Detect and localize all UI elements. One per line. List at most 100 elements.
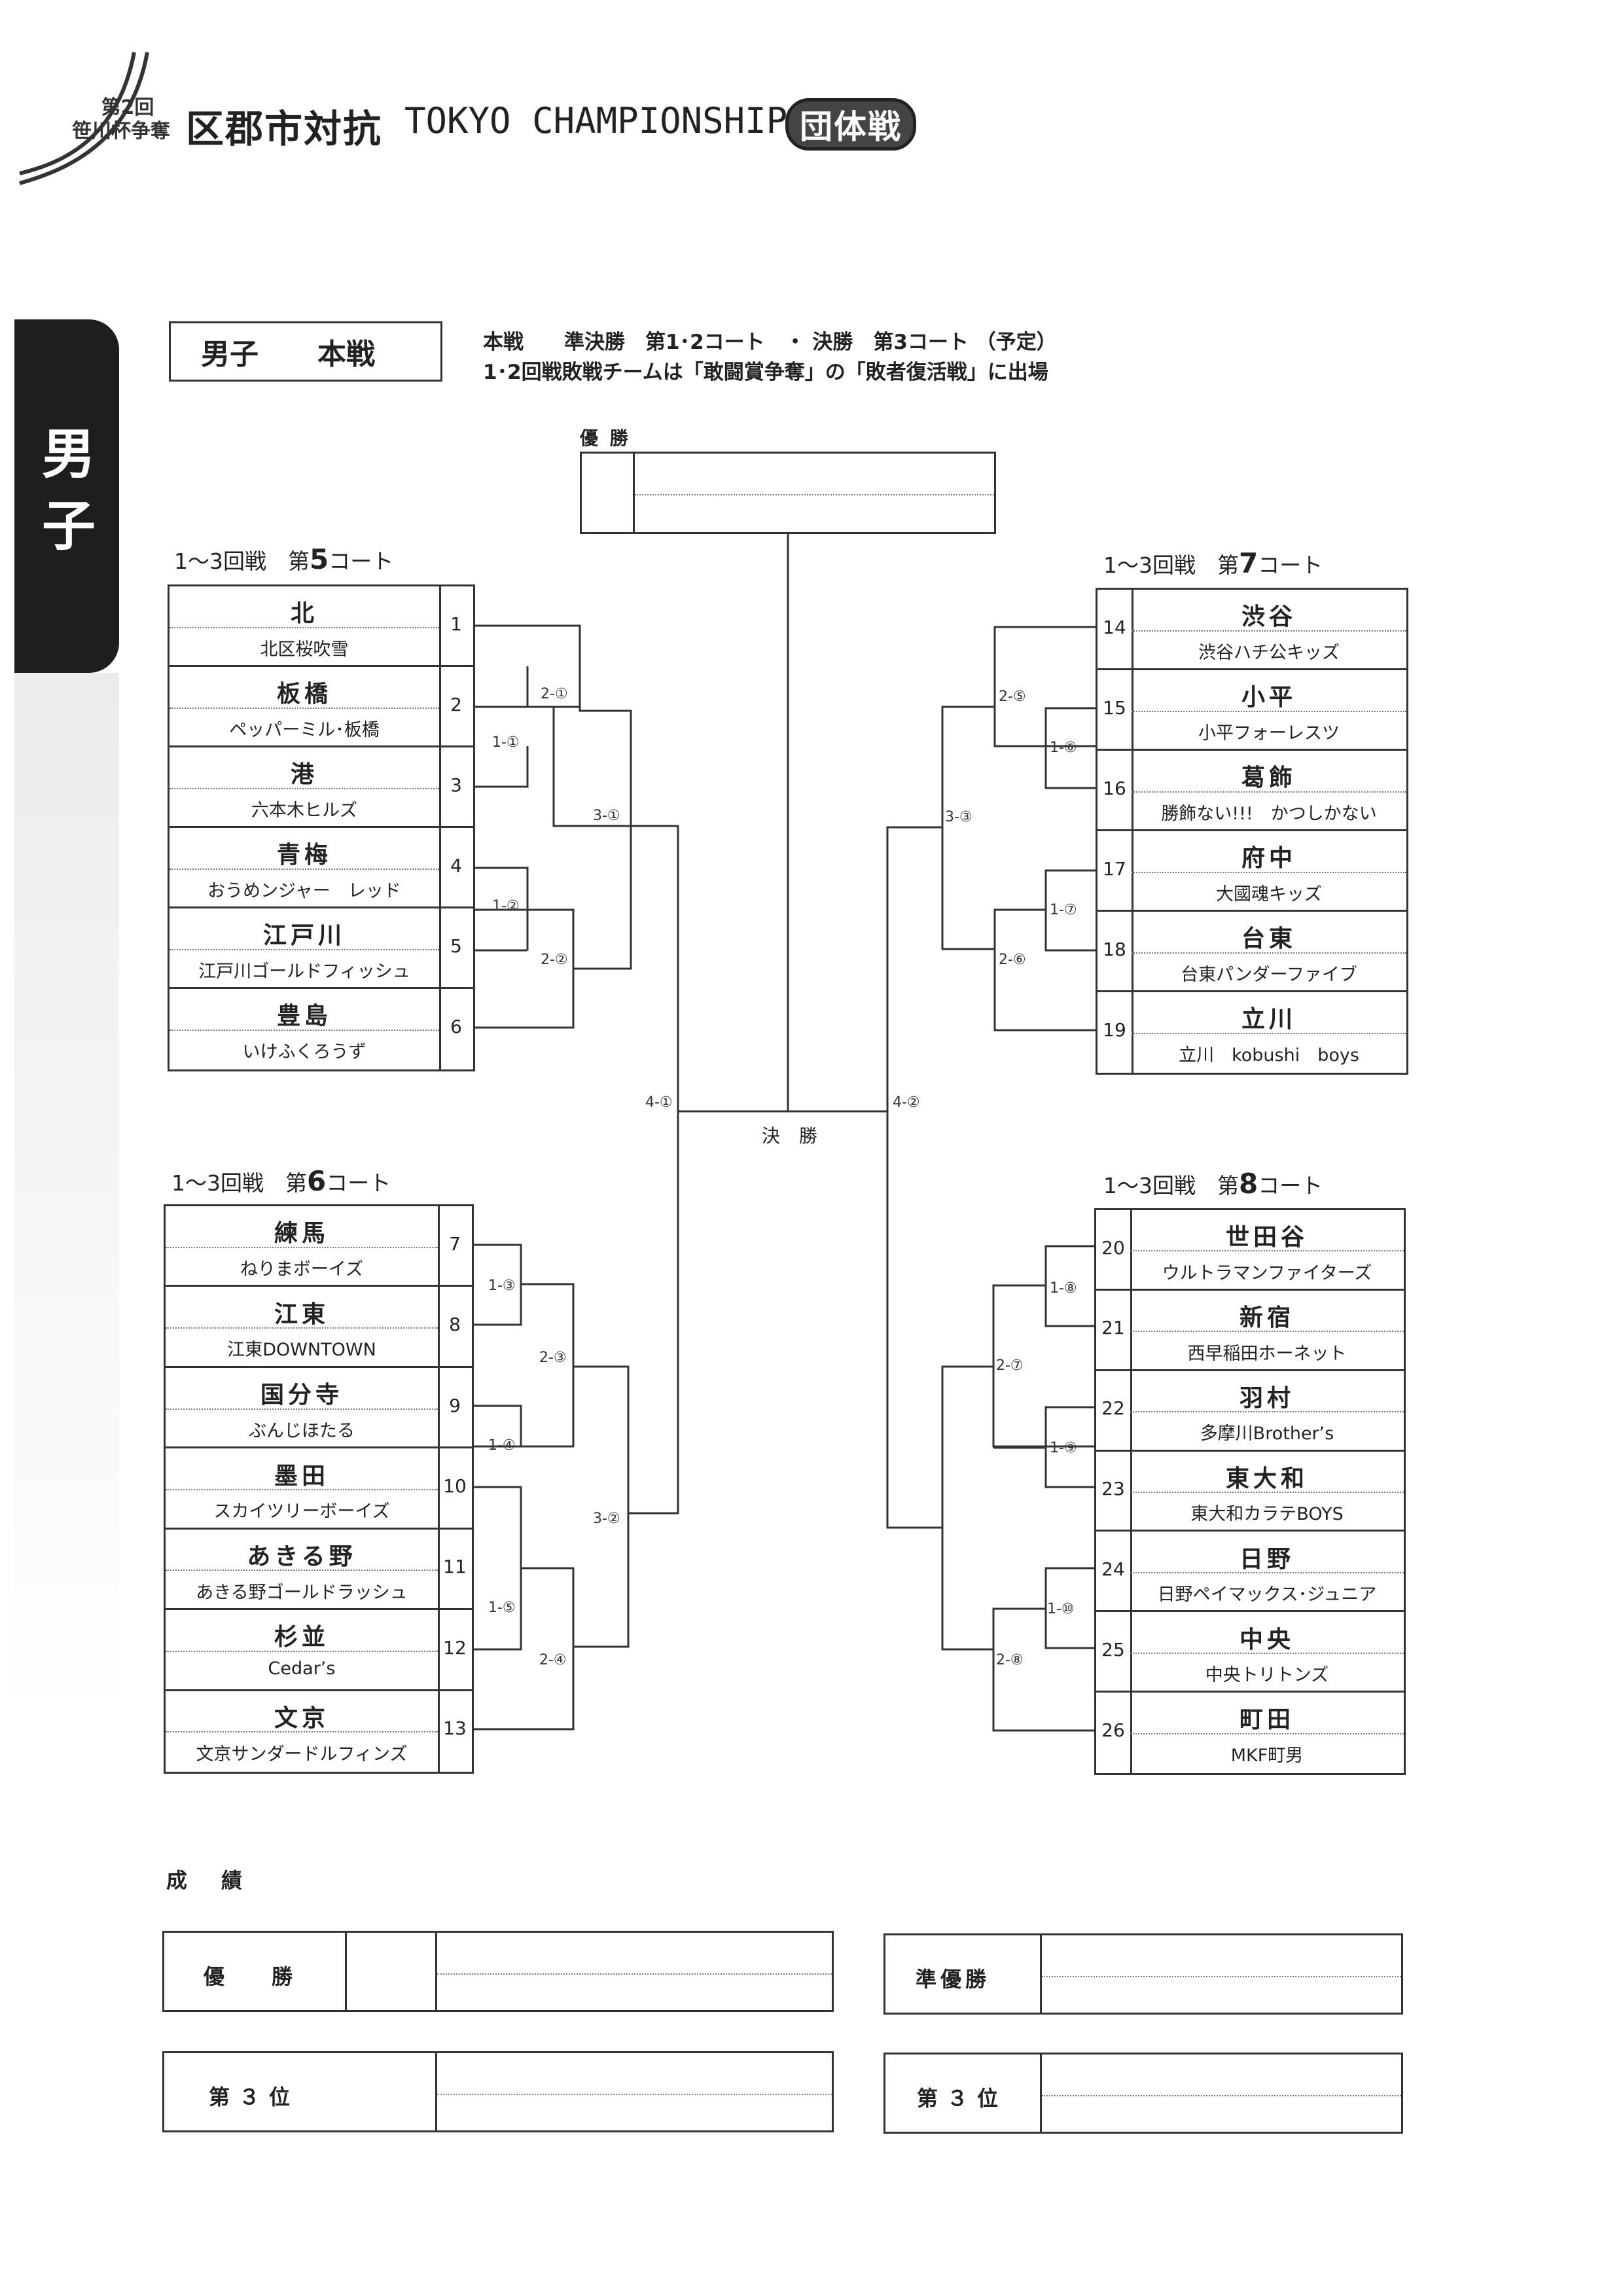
result-third-b-box: 第３位 xyxy=(883,2053,1403,2134)
dotted-divider xyxy=(1130,1411,1404,1413)
dotted-divider xyxy=(169,626,439,628)
dotted-divider xyxy=(1132,1032,1406,1034)
dotted-divider xyxy=(166,1570,438,1571)
team-region: 府中 xyxy=(1241,845,1296,872)
team-name: ウルトラマンファイターズ xyxy=(1162,1263,1372,1283)
team-name: ぶんじほたる xyxy=(249,1420,355,1441)
team-name: 六本木ヒルズ xyxy=(251,800,357,821)
team-entry: 新宿西早稲田ホーネット 21 xyxy=(1096,1291,1404,1371)
team-region: 板橋 xyxy=(276,681,332,708)
match-label: 1-④ xyxy=(488,1437,516,1454)
team-seed-number: 25 xyxy=(1101,1638,1125,1660)
match-label: 1-⑩ xyxy=(1047,1601,1075,1617)
dotted-divider xyxy=(169,787,439,789)
team-event-badge: 団体戦 xyxy=(785,98,916,151)
schedule-note: 本戦 準決勝 第1･2コート ・ 決勝 第3コート （予定） xyxy=(483,331,1057,354)
match-label: 4-① xyxy=(645,1094,673,1111)
dotted-divider xyxy=(1130,1250,1404,1252)
header-title-kanji: 区郡市対抗 xyxy=(186,107,383,151)
match-label: 2-⑧ xyxy=(996,1652,1024,1668)
team-seed-number: 12 xyxy=(443,1636,467,1659)
team-name: 日野ペイマックス･ジュニア xyxy=(1157,1585,1377,1605)
team-name: 大國魂キッズ xyxy=(1216,884,1322,905)
header-swoosh-logo xyxy=(19,52,149,185)
repechage-note: 1･2回戦敗戦チームは「敢闘賞争奪」の「敗者復活戦」に出場 xyxy=(483,361,1048,384)
dotted-divider xyxy=(166,1408,438,1410)
team-seed-number: 1 xyxy=(450,613,462,635)
dotted-divider xyxy=(1130,1652,1404,1654)
match-label: 3-③ xyxy=(945,809,972,825)
team-seed-number: 23 xyxy=(1101,1478,1125,1500)
team-name: ペッパーミル･板橋 xyxy=(229,719,380,740)
team-seed-number: 18 xyxy=(1103,938,1126,960)
team-seed-number: 4 xyxy=(450,854,462,876)
match-label: 1-⑥ xyxy=(1050,740,1077,756)
team-name: 中央トリトンズ xyxy=(1205,1664,1329,1685)
dotted-divider xyxy=(169,868,439,870)
seed-column xyxy=(439,586,441,1069)
final-label: 決 勝 xyxy=(762,1125,824,1147)
team-entry: 府中大國魂キッズ 17 xyxy=(1097,831,1406,912)
team-seed-number: 15 xyxy=(1103,696,1126,719)
team-region: 台東 xyxy=(1241,925,1296,953)
match-label: 2-③ xyxy=(539,1350,567,1366)
team-seed-number: 10 xyxy=(443,1475,467,1497)
team-region: 港 xyxy=(290,761,318,789)
dotted-divider xyxy=(1130,1491,1404,1493)
dotted-divider xyxy=(1132,871,1406,873)
team-seed-number: 7 xyxy=(449,1232,461,1255)
team-name: 文京サンダードルフィンズ xyxy=(196,1744,408,1765)
champion-label: 優 勝 xyxy=(580,427,631,449)
team-region: 国分寺 xyxy=(260,1382,343,1409)
match-label: 3-① xyxy=(593,808,620,824)
team-name: 西早稲田ホーネット xyxy=(1187,1343,1347,1364)
cup-name: 笹川杯争奪 xyxy=(72,120,170,143)
match-label: 1-⑨ xyxy=(1050,1440,1077,1456)
result-third-b-label: 第３位 xyxy=(917,2086,1008,2111)
champion-box xyxy=(580,452,996,534)
dotted-divider xyxy=(166,1246,438,1248)
seed-column xyxy=(1132,590,1133,1073)
team-seed-number: 20 xyxy=(1101,1236,1125,1259)
team-seed-number: 21 xyxy=(1101,1317,1125,1339)
match-label: 3-② xyxy=(593,1511,620,1527)
match-label: 2-② xyxy=(541,952,568,968)
court-8-label: 1～3回戦 第8コート xyxy=(1103,1168,1323,1200)
result-champion-label: 優 勝 xyxy=(204,1964,306,1989)
results-label: 成 績 xyxy=(166,1868,249,1893)
team-region: 墨田 xyxy=(274,1462,329,1490)
team-seed-number: 6 xyxy=(450,1015,462,1037)
dotted-divider xyxy=(169,1029,439,1031)
team-seed-number: 17 xyxy=(1103,857,1126,880)
court-5-label: 1～3回戦 第5コート xyxy=(174,543,394,575)
match-label: 1-② xyxy=(492,898,520,914)
dotted-divider xyxy=(169,707,439,709)
team-region: 新宿 xyxy=(1239,1304,1294,1332)
court-7-label: 1～3回戦 第7コート xyxy=(1103,547,1323,579)
team-region: 日野 xyxy=(1239,1545,1294,1573)
team-name: 台東パンダーファイブ xyxy=(1181,964,1357,985)
team-seed-number: 26 xyxy=(1101,1719,1125,1741)
team-region: 立川 xyxy=(1241,1006,1296,1033)
team-seed-number: 22 xyxy=(1101,1397,1125,1420)
team-seed-number: 5 xyxy=(450,935,462,957)
team-seed-number: 8 xyxy=(449,1314,461,1336)
dotted-divider xyxy=(1130,1571,1404,1573)
team-seed-number: 13 xyxy=(443,1717,467,1740)
team-region: 世田谷 xyxy=(1225,1224,1308,1251)
dotted-divider xyxy=(1132,952,1406,954)
team-name: 小平フォーレスツ xyxy=(1198,723,1340,744)
